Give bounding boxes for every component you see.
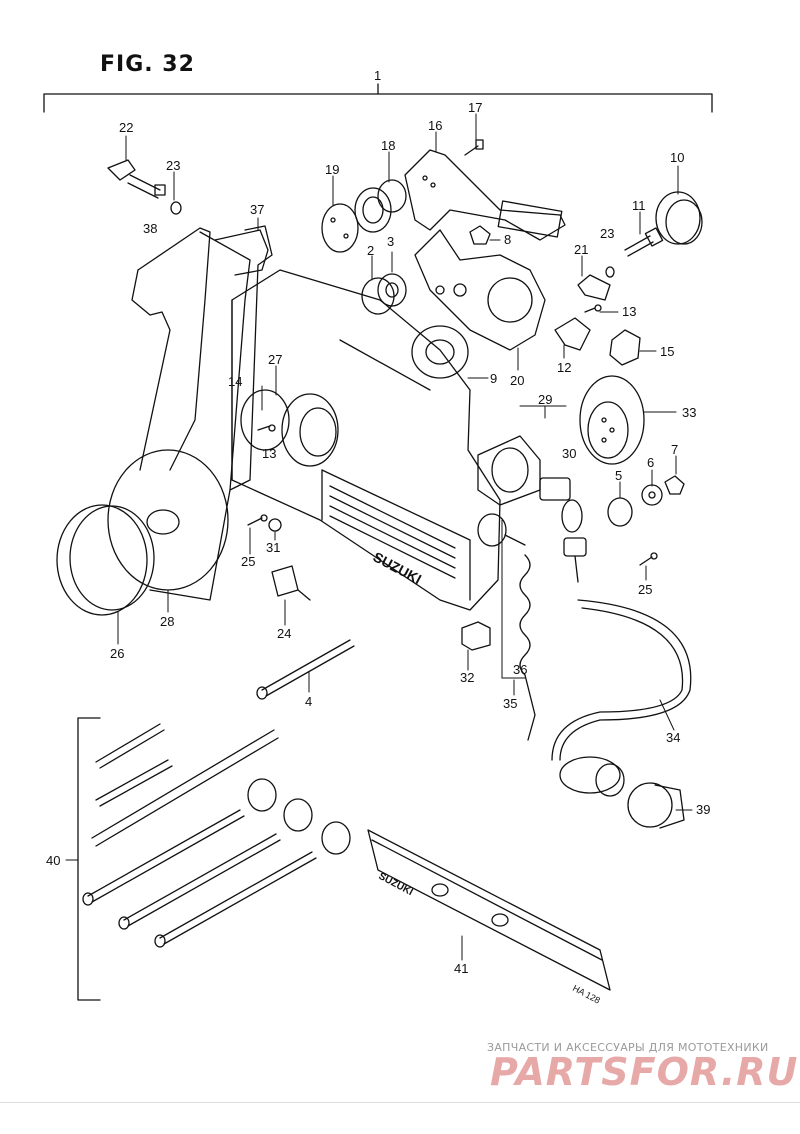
handle-cover-disc <box>56 504 155 616</box>
callout-13: 13 <box>622 304 636 319</box>
knob-22 <box>107 159 166 199</box>
callout-19: 19 <box>325 162 339 177</box>
callout-32: 32 <box>460 670 474 685</box>
pulley-27 <box>240 389 339 467</box>
plate-code: HA 128 <box>571 983 602 1006</box>
callout-39: 39 <box>696 802 710 817</box>
callout-16: 16 <box>428 118 442 133</box>
callout-4: 4 <box>305 694 312 709</box>
bushing-2-3 <box>361 273 407 315</box>
stop-switch-lanyard <box>477 513 536 741</box>
callout-21: 21 <box>574 242 588 257</box>
callout-29: 29 <box>538 392 552 407</box>
shift-gear-plate <box>414 229 546 351</box>
callout-6: 6 <box>647 455 654 470</box>
housing-logo: SUZUKI <box>371 549 425 588</box>
screw-25b <box>639 552 658 566</box>
callout-labels: 1 22 23 19 18 16 17 10 37 38 2 3 8 11 23… <box>46 68 710 976</box>
throttle-lever-bracket <box>404 149 566 241</box>
ring-10 <box>655 191 703 245</box>
callout-22: 22 <box>119 120 133 135</box>
bolt-11 <box>624 227 664 257</box>
callout-36: 36 <box>513 662 527 677</box>
callout-8: 8 <box>504 232 511 247</box>
callout-23: 23 <box>600 226 614 241</box>
callout-10: 10 <box>670 150 684 165</box>
ring-18 <box>354 179 407 233</box>
callout-3: 3 <box>387 234 394 249</box>
nut-7 <box>664 475 685 495</box>
connector-cap-39 <box>627 782 685 829</box>
callout-33: 33 <box>682 405 696 420</box>
clip-23a <box>170 201 182 215</box>
callout-34: 34 <box>666 730 680 745</box>
callout-20: 20 <box>510 373 524 388</box>
trim-switch-33 <box>579 375 645 465</box>
callout-41: 41 <box>454 961 468 976</box>
callout-37: 37 <box>250 202 264 217</box>
washer-9 <box>411 325 469 379</box>
leader-lines <box>65 113 693 961</box>
callout-30: 30 <box>562 446 576 461</box>
control-box-housing <box>231 269 501 611</box>
block-24 <box>271 565 311 601</box>
switch-bracket-21 <box>577 274 611 301</box>
assembly-bracket <box>43 83 713 113</box>
clip-12 <box>554 317 591 351</box>
callout-12: 12 <box>557 360 571 375</box>
callout-23: 23 <box>166 158 180 173</box>
callout-7: 7 <box>671 442 678 457</box>
callout-13: 13 <box>262 446 276 461</box>
callout-5: 5 <box>615 468 622 483</box>
washer-6 <box>641 484 663 506</box>
page-bottom-rule <box>0 1102 800 1103</box>
wire-harness-34 <box>551 599 692 797</box>
callout-25: 25 <box>241 554 255 569</box>
callout-2: 2 <box>367 243 374 258</box>
ignition-key-switch <box>477 435 587 583</box>
neutral-switch-15 <box>609 329 641 366</box>
callout-9: 9 <box>490 371 497 386</box>
callout-35: 35 <box>503 696 517 711</box>
screw-13a <box>584 304 602 313</box>
spacer-5 <box>607 497 633 527</box>
figure-title: FIG. 32 <box>100 52 195 77</box>
watermark-subtitle: ЗАПЧАСТИ И АКСЕССУАРЫ ДЛЯ МОТОТЕХНИКИ <box>487 1041 769 1054</box>
callout-11: 11 <box>632 198 646 213</box>
callout-40: 40 <box>46 853 60 868</box>
callout-14: 14 <box>228 374 242 389</box>
install-kit-40 <box>77 717 351 1001</box>
washer-31 <box>268 518 282 532</box>
screw-17 <box>464 139 484 156</box>
control-handle <box>107 227 269 601</box>
callout-25: 25 <box>638 582 652 597</box>
callout-31: 31 <box>266 540 280 555</box>
assembly-callout: 1 <box>374 68 381 83</box>
ring-19 <box>321 203 359 253</box>
callout-24: 24 <box>277 626 291 641</box>
plate-logo: SUZUKI <box>377 871 415 898</box>
block-32 <box>461 621 491 651</box>
callout-28: 28 <box>160 614 174 629</box>
bracket-37 <box>229 225 273 491</box>
callout-27: 27 <box>268 352 282 367</box>
screw-13b <box>257 424 276 432</box>
clip-23b <box>605 266 615 278</box>
watermark-logo: PARTSFOR.RU <box>490 1050 799 1094</box>
callout-38: 38 <box>143 221 157 236</box>
callout-15: 15 <box>660 344 674 359</box>
long-screw-4 <box>256 639 355 700</box>
callout-26: 26 <box>110 646 124 661</box>
callout-18: 18 <box>381 138 395 153</box>
name-plate-41 <box>367 829 611 991</box>
callout-17: 17 <box>468 100 482 115</box>
screw-25a <box>247 514 268 526</box>
nut-8 <box>469 225 491 245</box>
